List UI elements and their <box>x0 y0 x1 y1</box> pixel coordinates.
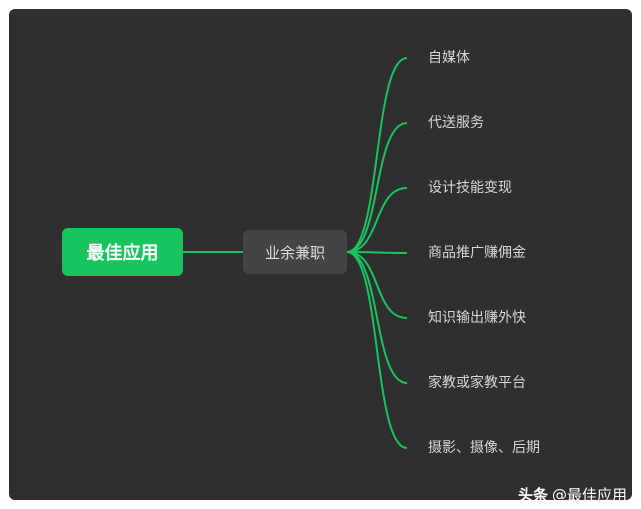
connector-lines <box>183 57 408 449</box>
branch-to-leaf-line-3 <box>346 187 408 253</box>
leaf-node-5[interactable]: 知识输出赚外快 <box>428 310 526 326</box>
mindmap-canvas: 最佳应用 业余兼职 自媒体 代送服务 设计技能变现 商品推广赚佣金 知识输出赚外… <box>9 9 632 500</box>
leaf-node-4[interactable]: 商品推广赚佣金 <box>428 245 526 261</box>
branch-to-leaf-line-5 <box>346 251 408 319</box>
branch-to-leaf-line-1 <box>346 57 408 253</box>
leaf-node-3[interactable]: 设计技能变现 <box>428 180 512 196</box>
root-node[interactable]: 最佳应用 <box>62 228 183 276</box>
leaf-node-1[interactable]: 自媒体 <box>428 50 470 66</box>
watermark-handle: @最佳应用 <box>551 486 627 504</box>
branch-node[interactable]: 业余兼职 <box>243 230 347 274</box>
watermark-logo: 头条 <box>517 486 548 504</box>
branch-to-leaf-line-7 <box>346 251 408 449</box>
branch-node-label: 业余兼职 <box>264 243 325 262</box>
watermark: 头条 @最佳应用 <box>518 484 627 505</box>
leaf-node-6[interactable]: 家教或家教平台 <box>428 375 526 391</box>
leaf-node-2[interactable]: 代送服务 <box>428 115 484 131</box>
branch-to-leaf-line-6 <box>346 251 408 384</box>
root-node-label: 最佳应用 <box>86 243 159 264</box>
branch-to-leaf-line-4 <box>346 251 408 254</box>
branch-to-leaf-line-2 <box>346 122 408 253</box>
leaf-node-7[interactable]: 摄影、摄像、后期 <box>428 440 540 456</box>
